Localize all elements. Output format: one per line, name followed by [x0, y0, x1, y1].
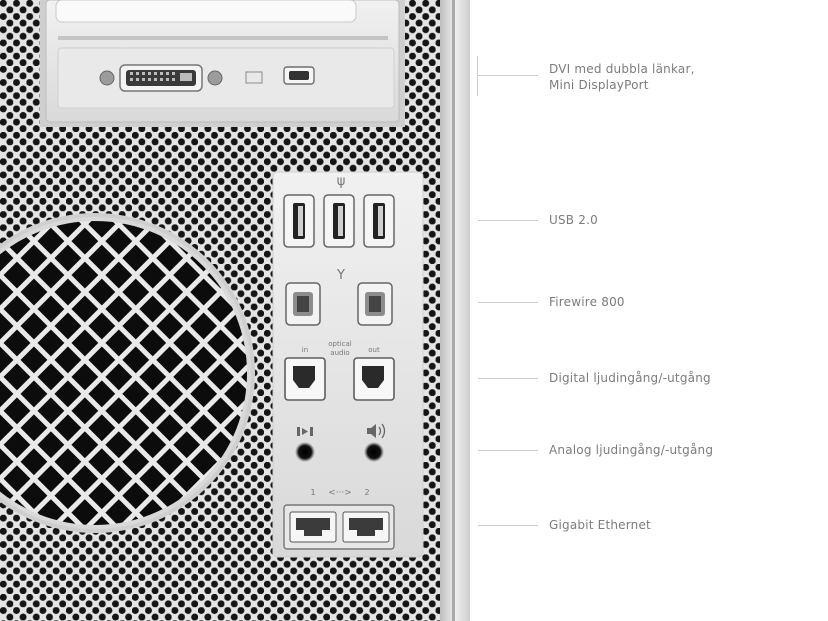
display-icon	[245, 71, 263, 84]
analog-audio-leader-line	[478, 450, 538, 451]
firewire-label: Firewire 800	[549, 295, 625, 309]
optical-out-label: out	[368, 346, 380, 354]
usb-leader-line	[478, 220, 538, 221]
usb-ports	[283, 194, 395, 248]
optical-label-line1: optical	[328, 340, 352, 348]
ethernet-leader-line	[478, 525, 538, 526]
case-edge-shadow	[452, 0, 455, 621]
digital-audio-label: Digital ljudingång/-utgång	[549, 371, 711, 385]
dvi-label-line1: DVI med dubbla länkar,	[549, 62, 695, 76]
ethernet-port-2-label: 2	[364, 488, 369, 497]
usb-label: USB 2.0	[549, 213, 598, 227]
ethernet-ports	[283, 504, 395, 550]
firewire-leader-line	[478, 302, 538, 303]
dvi-label: DVI med dubbla länkar, Mini DisplayPort	[549, 61, 695, 93]
ethernet-label: Gigabit Ethernet	[549, 518, 651, 532]
analog-audio-jacks	[295, 442, 384, 462]
ethernet-port-1-label: 1	[310, 488, 315, 497]
dvi-label-line2: Mini DisplayPort	[549, 78, 649, 92]
digital-audio-leader-line	[478, 378, 538, 379]
speaker-icon	[367, 423, 386, 439]
dvi-leader-line	[478, 75, 538, 76]
firewire-icon: Y	[336, 268, 345, 283]
analog-audio-label: Analog ljudingång/-utgång	[549, 443, 714, 457]
dvi-bracket-line	[477, 56, 478, 96]
mac-pro-rear-panel-photo: ψ Y in optical audio out	[0, 0, 470, 621]
firewire-ports	[285, 282, 393, 326]
graphics-card-slot	[40, 0, 405, 127]
ethernet-icon: <···>	[328, 488, 352, 498]
optical-audio-ports	[284, 357, 395, 401]
dvi-port	[99, 64, 223, 92]
audio-in-icon	[297, 427, 313, 436]
mini-displayport	[283, 66, 315, 85]
optical-label-line2: audio	[330, 349, 349, 357]
io-plate: ψ Y in optical audio out	[272, 171, 424, 558]
fan-grille	[0, 213, 255, 533]
usb-icon: ψ	[337, 174, 346, 189]
optical-in-label: in	[302, 346, 308, 354]
